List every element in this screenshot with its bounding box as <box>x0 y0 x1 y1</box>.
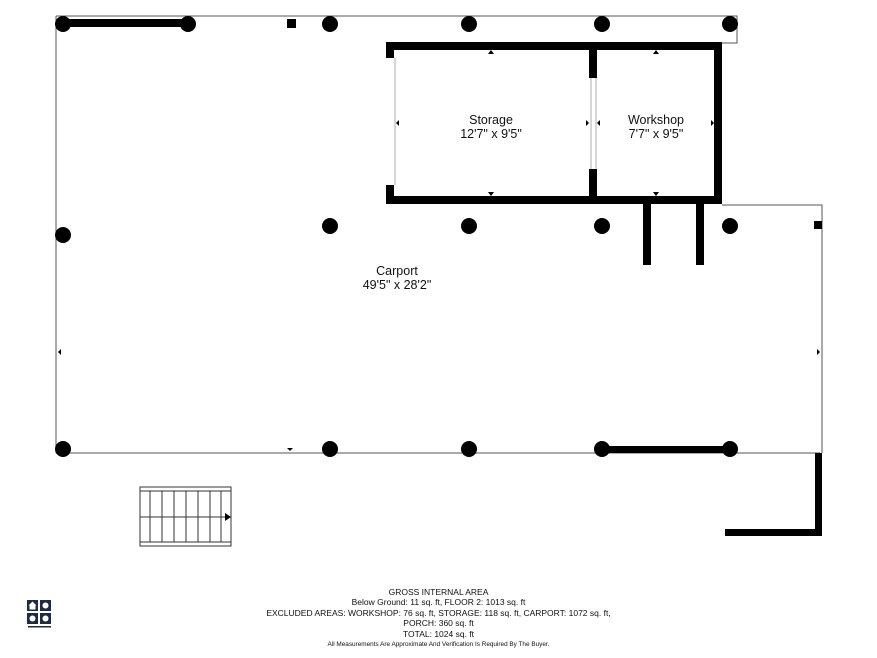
post-icon <box>461 16 477 32</box>
workshop-name: Workshop <box>628 113 684 127</box>
workshop-right-wall <box>714 42 722 204</box>
stub-wall-left <box>643 196 651 265</box>
stairs-icon <box>139 486 232 547</box>
dimension-markers <box>58 50 820 451</box>
post-icon <box>322 441 338 457</box>
carport-dimensions: 49'5" x 28'2" <box>363 278 432 292</box>
small-square-top <box>287 19 296 28</box>
summary-line-2: EXCLUDED AREAS: WORKSHOP: 76 sq. ft, STO… <box>266 607 611 618</box>
post-icon <box>594 218 610 234</box>
post-icon <box>461 218 477 234</box>
carport-name: Carport <box>376 264 418 278</box>
storage-left-wall-upper <box>386 42 394 58</box>
area-summary: GROSS INTERNAL AREA Below Ground: 11 sq.… <box>0 587 877 650</box>
carport-outline <box>55 15 823 454</box>
storage-top-wall <box>386 42 722 50</box>
post-icon <box>55 227 71 243</box>
porch-bottom-wall <box>725 529 822 536</box>
divider-wall-lower <box>589 169 597 204</box>
walls <box>62 19 822 536</box>
openings <box>394 58 597 185</box>
porch-right-wall <box>815 453 822 536</box>
post-icon <box>722 218 738 234</box>
post-icon <box>322 16 338 32</box>
divider-wall-upper <box>589 42 597 78</box>
post-icon <box>55 16 71 32</box>
workshop-dimensions: 7'7" x 9'5" <box>629 127 684 141</box>
top-left-wall <box>62 19 190 27</box>
storage-dimensions: 12'7" x 9'5" <box>460 127 522 141</box>
summary-heading: GROSS INTERNAL AREA <box>388 587 489 597</box>
post-icon <box>722 441 738 457</box>
house-logo-icon <box>27 600 51 628</box>
post-icon <box>180 16 196 32</box>
post-icon <box>461 441 477 457</box>
storage-left-wall-lower <box>386 185 394 204</box>
post-icon <box>594 441 610 457</box>
bottom-right-wall <box>601 446 731 453</box>
post-icon <box>55 441 71 457</box>
stub-wall-right <box>696 196 704 265</box>
post-icon <box>594 16 610 32</box>
summary-line-4: TOTAL: 1024 sq. ft <box>402 628 475 639</box>
small-square-right <box>814 221 822 229</box>
posts <box>55 16 738 457</box>
storage-bottom-wall <box>386 196 722 204</box>
post-icon <box>722 16 738 32</box>
post-icon <box>322 218 338 234</box>
summary-line-1: Below Ground: 11 sq. ft, FLOOR 2: 1013 s… <box>351 597 526 608</box>
storage-name: Storage <box>469 113 513 127</box>
summary-line-3: PORCH: 360 sq. ft <box>403 618 474 629</box>
summary-disclaimer: All Measurements Are Approximate And Ver… <box>327 641 550 649</box>
